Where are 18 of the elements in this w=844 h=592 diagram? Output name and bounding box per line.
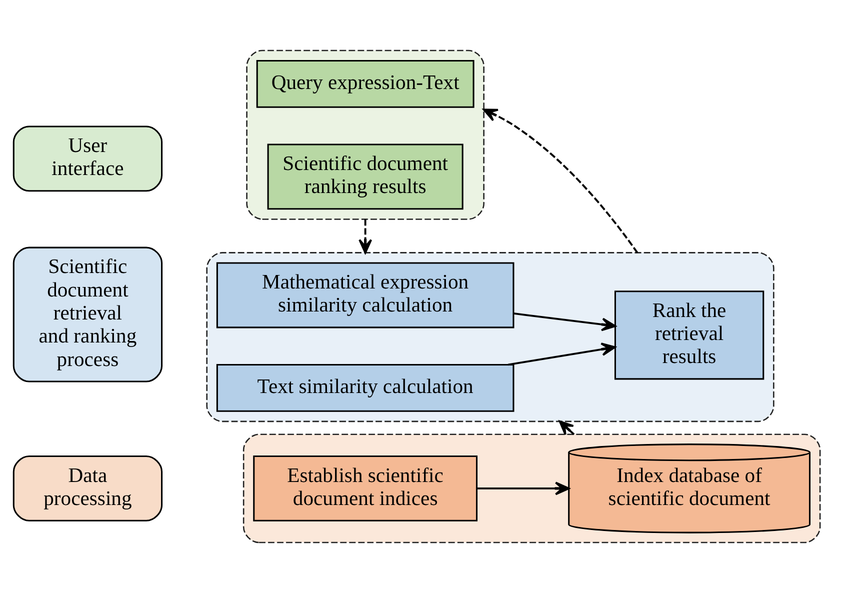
arrow — [482, 108, 638, 253]
node-box: Data processing — [12, 454, 163, 521]
node-box: Text similarity calculation — [216, 364, 514, 412]
arrow — [508, 342, 616, 366]
cluster — [206, 252, 774, 422]
arrow — [476, 481, 570, 495]
arrow — [358, 218, 372, 254]
node-box: Establish scientific document indices — [253, 454, 478, 521]
node-box: Query expression-Text — [256, 60, 474, 108]
node-box: Scientific document ranking results — [267, 143, 464, 210]
arrow — [514, 312, 616, 331]
cluster — [242, 433, 821, 543]
node-box: Rank the retrieval results — [614, 290, 764, 380]
node-box: Scientific document retrieval and ranking process — [12, 246, 163, 382]
node-box: User interface — [12, 125, 163, 192]
cluster — [246, 49, 484, 220]
node-box: Mathematical expression similarity calculation — [216, 262, 514, 328]
arrow — [558, 420, 575, 435]
